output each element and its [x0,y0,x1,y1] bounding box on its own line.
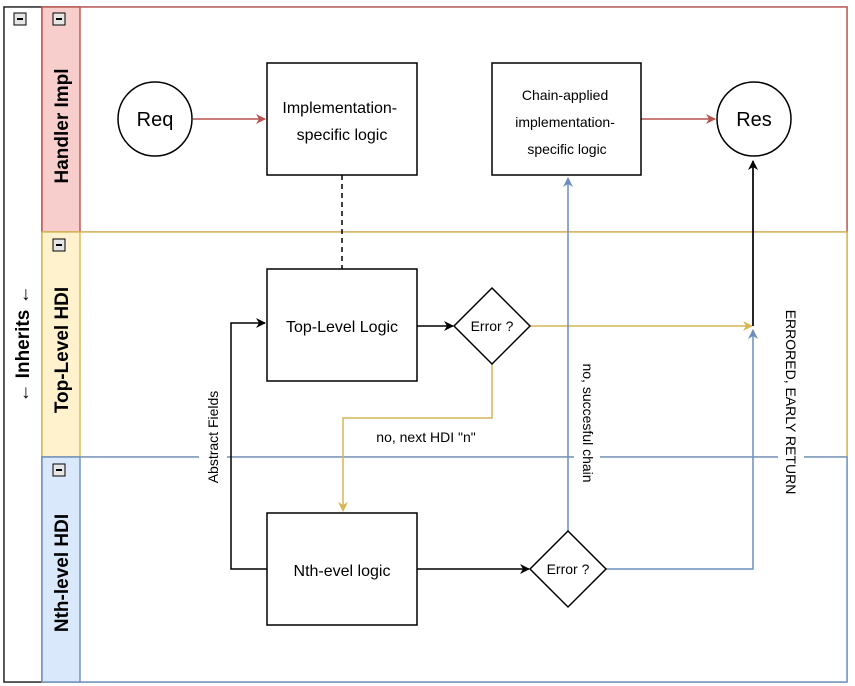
node-error-nth[interactable]: Error ? [528,529,608,609]
lane-handler-impl-header [41,6,81,233]
edge-abstract-fields [230,318,267,570]
label-early-return: ERRORED, EARLY RETURN [783,310,799,495]
lane-nth-level-hdi-title: Nth-level HDI [52,514,73,632]
edge-error-nth-to-return [606,329,758,570]
node-req-label: Req [137,109,174,131]
node-nth-logic[interactable]: Nth-evel logic [266,512,418,626]
early-return-label-bg [778,286,804,518]
node-res-label: Res [736,109,772,131]
node-res[interactable]: Res [716,81,792,157]
lane-top-level-hdi-title: Top-Level HDI [52,287,73,413]
label-next-hdi: no, next HDI "n" [376,429,475,445]
pool-collapse-icon[interactable] [13,12,27,26]
next-hdi-label-bg [355,428,497,446]
lane-top-level-hdi-header [41,231,81,458]
lane-handler-impl-collapse-icon[interactable] [52,12,66,26]
edge-error-top-to-nth [338,364,493,512]
node-top-logic-label: Top-Level Logic [286,319,398,336]
lane-nth-level-hdi-header [41,456,81,683]
node-error-top[interactable]: Error ? [452,286,532,366]
node-chain-logic[interactable]: Chain-applied implementation- specific l… [491,62,642,176]
node-top-logic[interactable]: Top-Level Logic [266,268,418,382]
node-nth-logic-label: Nth-evel logic [294,563,391,580]
lane-top-level-hdi-collapse-icon[interactable] [52,238,66,252]
success-chain-label-bg [574,338,600,508]
node-error-nth-label: Error ? [547,561,590,577]
lane-handler-impl-title: Handler Impl [52,68,73,183]
node-impl-logic-label: Implementation- specific logic [282,100,401,144]
node-chain-logic-label: Chain-applied implementation- specific l… [515,87,619,157]
abstract-fields-label-bg [199,366,227,508]
lane-top-level-hdi: Top-Level HDI [41,231,848,458]
node-impl-logic[interactable]: Implementation- specific logic [266,62,418,176]
pool-title: ← Inherits ← [13,285,34,402]
node-req[interactable]: Req [117,81,193,157]
label-success-chain: no, succesful chain [580,363,596,482]
label-abstract-fields: Abstract Fields [205,391,221,484]
pool-header [3,6,43,683]
lane-nth-level-hdi-collapse-icon[interactable] [52,463,66,477]
node-error-top-label: Error ? [471,318,514,334]
